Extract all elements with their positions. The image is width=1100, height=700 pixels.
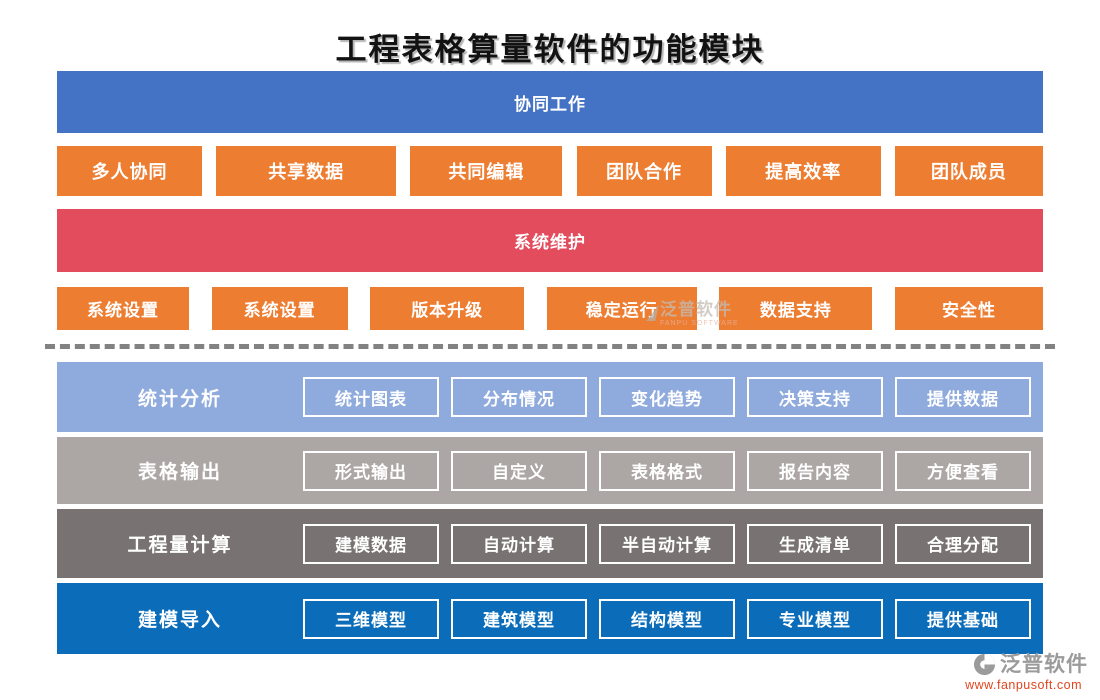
chip-stats-chart[interactable]: 统计图表 — [303, 377, 439, 417]
banner-system-maintenance: 系统维护 — [57, 209, 1043, 272]
chip-custom[interactable]: 自定义 — [451, 450, 587, 491]
chip-provide-basis[interactable]: 提供基础 — [895, 598, 1031, 639]
collaboration-button-row: 多人协同 共享数据 共同编辑 团队合作 提高效率 团队成员 — [57, 146, 1043, 196]
chip-professional-model[interactable]: 专业模型 — [747, 598, 883, 639]
chip-share-data[interactable]: 共享数据 — [216, 146, 397, 196]
module-items-table-output: 形式输出 自定义 表格格式 报告内容 方便查看 — [303, 450, 1043, 491]
chip-provide-data[interactable]: 提供数据 — [895, 377, 1031, 417]
chip-distribution[interactable]: 分布情况 — [451, 377, 587, 417]
chip-semi-auto-calc[interactable]: 半自动计算 — [599, 523, 735, 564]
module-label-table-output: 表格输出 — [137, 462, 222, 483]
chip-format-output[interactable]: 形式输出 — [303, 450, 439, 491]
banner-collaboration: 协同工作 — [57, 71, 1043, 133]
chip-efficiency[interactable]: 提高效率 — [725, 146, 881, 196]
chip-table-format[interactable]: 表格格式 — [599, 450, 735, 491]
fanpu-logo-icon — [973, 653, 996, 676]
chip-data-support[interactable]: 数据支持 — [719, 287, 873, 330]
chip-easy-view[interactable]: 方便查看 — [895, 450, 1031, 491]
dashed-divider — [45, 344, 1055, 349]
module-row-quantity-calc: 工程量计算 建模数据 自动计算 半自动计算 生成清单 合理分配 — [57, 509, 1043, 578]
chip-stable-operation[interactable]: 稳定运行 — [546, 287, 697, 330]
chip-co-edit[interactable]: 共同编辑 — [410, 146, 563, 196]
module-items-stats: 统计图表 分布情况 变化趋势 决策支持 提供数据 — [303, 377, 1043, 417]
chip-team-members[interactable]: 团队成员 — [894, 146, 1043, 196]
module-label-stats-analysis: 统计分析 — [137, 388, 222, 410]
chip-report-content[interactable]: 报告内容 — [747, 450, 883, 491]
chip-3d-model[interactable]: 三维模型 — [303, 598, 439, 639]
footer-brand-block: 泛普软件 www.fanpusoft.com — [965, 653, 1088, 692]
module-items-modeling-import: 三维模型 建筑模型 结构模型 专业模型 提供基础 — [303, 598, 1043, 639]
module-row-stats-analysis: 统计分析 统计图表 分布情况 变化趋势 决策支持 提供数据 — [57, 362, 1043, 432]
brand-url[interactable]: www.fanpusoft.com — [965, 678, 1082, 692]
chip-system-settings-2[interactable]: 系统设置 — [211, 287, 348, 330]
chip-generate-list[interactable]: 生成清单 — [747, 523, 883, 564]
chip-multi-person-collab[interactable]: 多人协同 — [57, 146, 202, 196]
chip-change-trend[interactable]: 变化趋势 — [599, 377, 735, 417]
chip-teamwork[interactable]: 团队合作 — [576, 146, 712, 196]
chip-structure-model[interactable]: 结构模型 — [599, 598, 735, 639]
brand-name: 泛普软件 — [1000, 653, 1088, 676]
module-row-table-output: 表格输出 形式输出 自定义 表格格式 报告内容 方便查看 — [57, 437, 1043, 504]
chip-building-model[interactable]: 建筑模型 — [451, 598, 587, 639]
chip-reasonable-allocation[interactable]: 合理分配 — [895, 523, 1031, 564]
chip-decision-support[interactable]: 决策支持 — [747, 377, 883, 417]
chip-system-settings-1[interactable]: 系统设置 — [57, 287, 189, 330]
chip-security[interactable]: 安全性 — [894, 287, 1043, 330]
page-title: 工程表格算量软件的功能模块 — [335, 32, 765, 67]
chip-modeling-data[interactable]: 建模数据 — [303, 523, 439, 564]
module-label-modeling-import: 建模导入 — [137, 610, 222, 631]
maintenance-button-row: 系统设置 系统设置 版本升级 稳定运行 数据支持 安全性 — [57, 287, 1043, 330]
chip-auto-calc[interactable]: 自动计算 — [451, 523, 587, 564]
module-label-quantity-calc: 工程量计算 — [127, 535, 233, 556]
module-row-modeling-import: 建模导入 三维模型 建筑模型 结构模型 专业模型 提供基础 — [57, 583, 1043, 654]
module-items-quantity-calc: 建模数据 自动计算 半自动计算 生成清单 合理分配 — [303, 523, 1043, 564]
chip-version-upgrade[interactable]: 版本升级 — [370, 287, 525, 330]
